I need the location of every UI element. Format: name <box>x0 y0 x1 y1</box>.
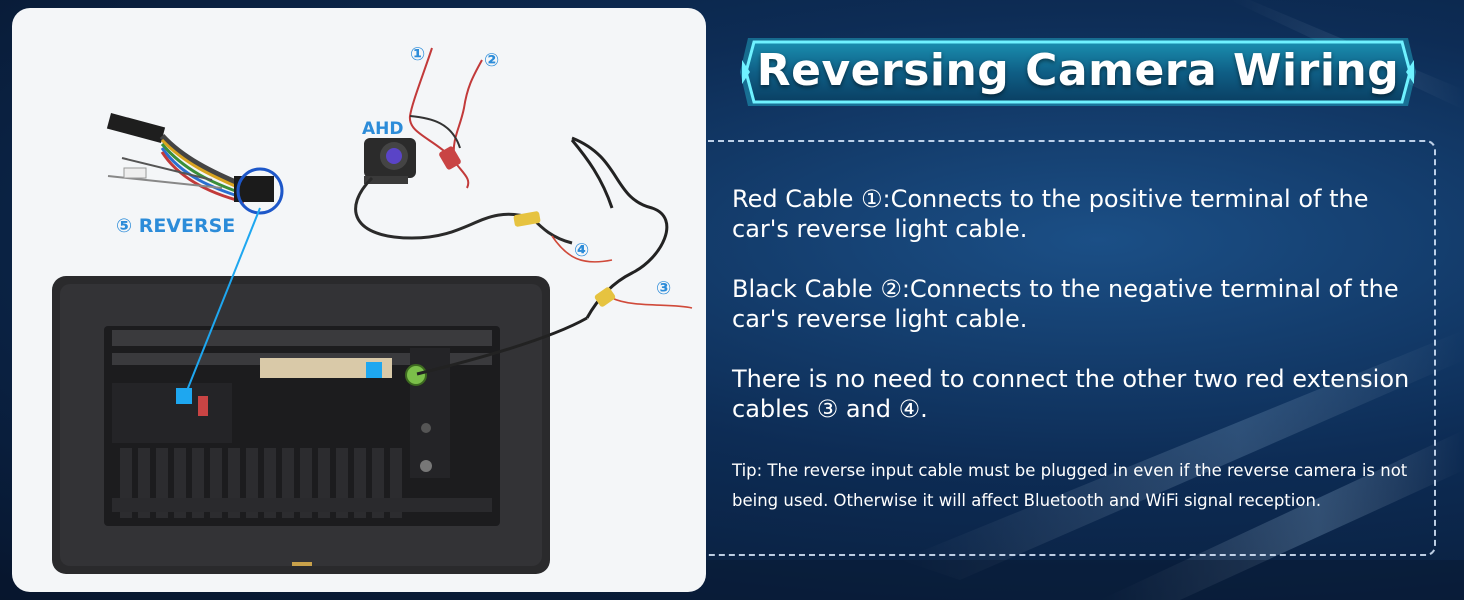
label-reverse: ⑤ REVERSE <box>116 215 235 237</box>
page-title: Reversing Camera Wiring <box>756 45 1400 96</box>
label-cable-3: ③ <box>656 278 671 299</box>
reverse-pointer-line <box>183 207 261 399</box>
wiring-diagram-panel: ① ② ③ ④ AHD ⑤ REVERSE <box>12 8 706 592</box>
reverse-port-marker <box>176 388 192 404</box>
label-ahd: AHD <box>362 119 404 139</box>
head-unit-back-icon <box>52 276 550 574</box>
label-cable-2: ② <box>484 50 499 71</box>
label-cable-4: ④ <box>574 240 589 261</box>
wiring-diagram: ① ② ③ ④ AHD ⑤ REVERSE <box>52 44 693 574</box>
tip-text: Tip: The reverse input cable must be plu… <box>732 461 1408 510</box>
label-cable-1: ① <box>410 44 425 65</box>
wire-harness-icon <box>106 113 284 215</box>
info-box: Red Cable ①:Connects to the positive ter… <box>708 140 1436 556</box>
extension-cables-paragraph: There is no need to connect the other tw… <box>732 365 1410 423</box>
ahd-camera-icon <box>364 138 416 184</box>
camera-cables <box>354 47 693 376</box>
red-cable-paragraph: Red Cable ①:Connects to the positive ter… <box>732 185 1369 243</box>
black-cable-paragraph: Black Cable ②:Connects to the negative t… <box>732 275 1399 333</box>
title-banner-frame <box>740 38 1416 106</box>
title-banner: Reversing Camera Wiring <box>738 34 1418 110</box>
camera-port-marker <box>366 362 382 378</box>
